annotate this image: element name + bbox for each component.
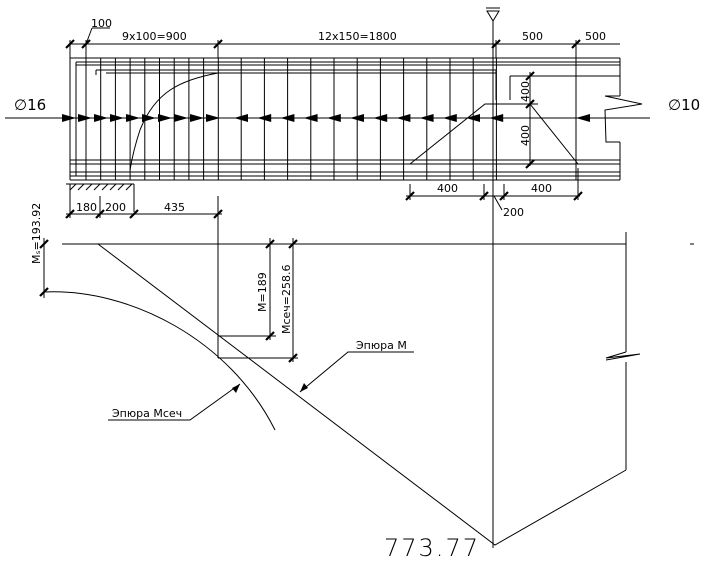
dim-435: 435 xyxy=(164,201,185,214)
bottom-dimensions-right xyxy=(405,168,583,211)
label-epure-msec: Эпюра Мсеч xyxy=(112,407,182,420)
dim-500-a: 500 xyxy=(522,30,543,43)
dim-500-b: 500 xyxy=(585,30,606,43)
dim-400-right: 400 xyxy=(531,182,552,195)
bar-label-d16: ∅16 xyxy=(14,96,46,114)
moment-diagram xyxy=(43,214,694,546)
beam-outline xyxy=(5,57,650,181)
dim-12x150: 12x150=1800 xyxy=(318,30,397,43)
longitudinal-bars xyxy=(70,61,620,177)
bottom-dimensions-left xyxy=(65,196,223,219)
bar-label-d10: ∅10 xyxy=(668,96,700,114)
dim-9x100: 9x100=900 xyxy=(122,30,187,43)
dim-400-left: 400 xyxy=(437,182,458,195)
dim-200-right: 200 xyxy=(503,206,524,219)
dim-200-left: 200 xyxy=(105,201,126,214)
dim-400-upper: 400 xyxy=(519,81,532,102)
label-m189: M=189 xyxy=(256,272,269,312)
ms-dimension xyxy=(39,238,49,298)
msec-dimension xyxy=(288,238,298,363)
label-ms: Mₛ=193.92 xyxy=(30,203,43,264)
dim-100: 100 xyxy=(91,17,112,30)
vertical-dimensions xyxy=(518,71,538,169)
dim-400-lower: 400 xyxy=(519,125,532,146)
stirrups-group xyxy=(62,58,598,180)
m189-dimension xyxy=(265,238,275,341)
section-mark-icon xyxy=(486,7,500,548)
dim-180: 180 xyxy=(76,201,97,214)
label-epure-m: Эпюра М xyxy=(356,339,407,352)
max-moment-value: 773.77 xyxy=(384,534,480,560)
label-msec: Mсеч=258.6 xyxy=(280,264,293,334)
epure-leaders xyxy=(108,351,414,421)
